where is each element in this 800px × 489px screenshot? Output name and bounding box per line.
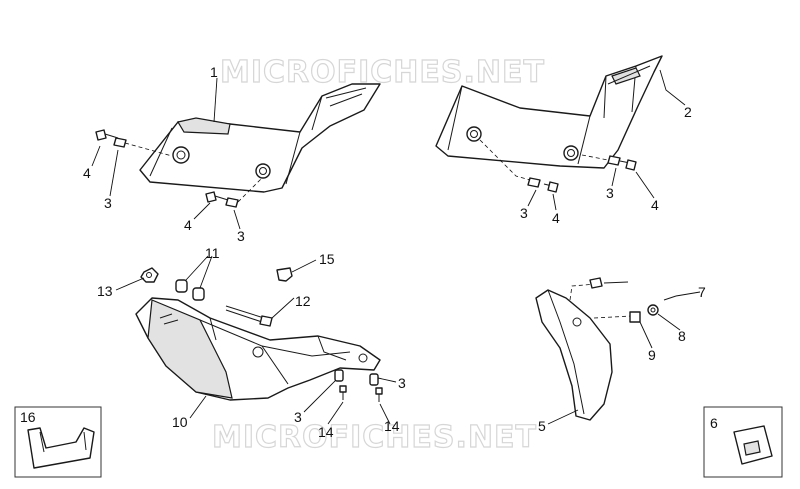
callout-labels: 1 2 4 3 4 3 3 4 3 4 11 15 13 12 7 8 9 3 … xyxy=(20,64,718,440)
watermark-top: MICROFICHES.NET xyxy=(220,55,545,90)
callout-15: 15 xyxy=(319,251,335,267)
callout-8: 8 xyxy=(678,328,686,344)
callout-3-right-lower: 3 xyxy=(520,205,528,221)
callout-14-left: 14 xyxy=(318,424,334,440)
left-side-fairing-part[interactable] xyxy=(139,83,381,193)
inset-bracket-16[interactable] xyxy=(14,406,102,478)
callout-3-guard-left: 3 xyxy=(294,409,302,425)
callout-3-guard-right: 3 xyxy=(398,375,406,391)
right-side-fairing-part[interactable] xyxy=(435,55,663,169)
callout-4-right-upper: 4 xyxy=(651,197,659,213)
callout-2: 2 xyxy=(684,104,692,120)
guard-fasteners xyxy=(334,369,383,402)
left-fasteners xyxy=(95,129,263,208)
callout-12: 12 xyxy=(295,293,311,309)
callout-9: 9 xyxy=(648,347,656,363)
engine-guard-part[interactable] xyxy=(135,297,381,401)
callout-6: 6 xyxy=(710,415,718,431)
callout-4-left-upper: 4 xyxy=(83,165,91,181)
callout-14-right: 14 xyxy=(384,418,400,434)
nut-part xyxy=(140,267,159,283)
deflector-part[interactable] xyxy=(535,277,677,421)
callout-7: 7 xyxy=(698,284,706,300)
callout-1: 1 xyxy=(210,64,218,80)
callout-3-right-upper: 3 xyxy=(606,185,614,201)
rubber-bushings xyxy=(175,279,205,301)
callout-4-left-lower: 4 xyxy=(184,217,192,233)
leader-lines xyxy=(91,69,701,425)
right-fasteners xyxy=(479,139,637,193)
callout-13: 13 xyxy=(97,283,113,299)
callout-3-left-upper: 3 xyxy=(104,195,112,211)
callout-11: 11 xyxy=(205,245,220,261)
callout-5: 5 xyxy=(538,418,546,434)
callout-3-left-lower: 3 xyxy=(237,228,245,244)
callout-10: 10 xyxy=(172,414,188,430)
cap-nut-part xyxy=(276,267,293,282)
callout-16: 16 xyxy=(20,409,36,425)
long-bolt-part xyxy=(225,305,273,327)
inset-clip-6[interactable] xyxy=(703,406,783,478)
watermark-bottom: MICROFICHES.NET xyxy=(212,420,537,455)
callout-4-right-lower: 4 xyxy=(552,210,560,226)
